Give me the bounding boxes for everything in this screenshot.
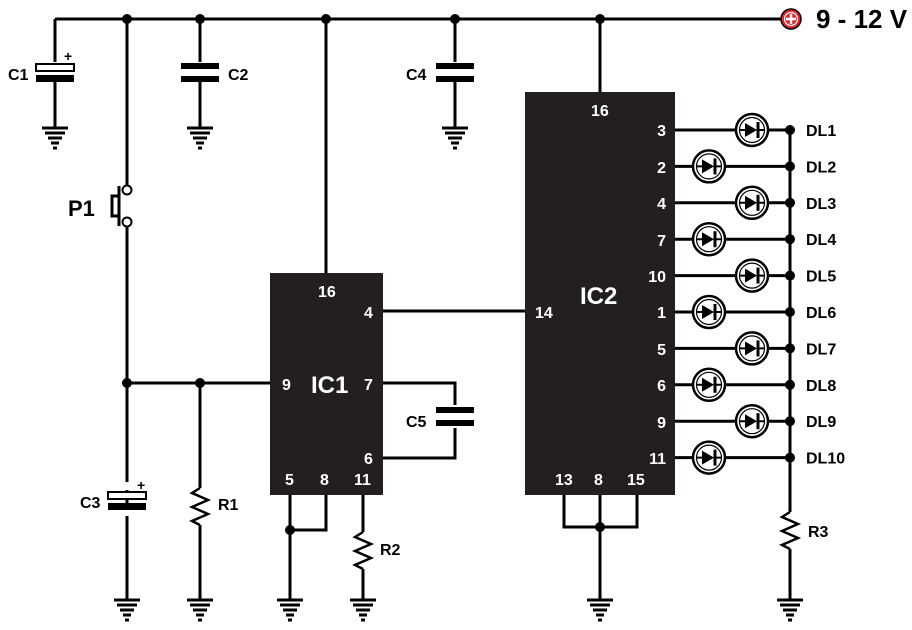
led-label: DL10: [806, 451, 845, 468]
led-label: DL4: [806, 232, 836, 249]
ic2-output-pins: 3 2 4 7 10 1 5 6 9 11: [648, 123, 666, 468]
led-row: DL4: [675, 221, 836, 257]
ic2-out-pin-3: 4: [657, 196, 666, 213]
ic2-ground-net: [562, 495, 639, 622]
led-row: DL6: [675, 294, 836, 330]
led-row: DL7: [675, 331, 836, 366]
led-label: DL1: [806, 123, 836, 140]
ic1-pin-5: 5: [285, 472, 294, 489]
c1-plus-sign: +: [64, 48, 72, 64]
led-label: DL2: [806, 159, 836, 176]
c5-label: C5: [406, 414, 427, 431]
ic2-pin-16: 16: [591, 103, 609, 120]
ic1-pin-16: 16: [318, 284, 336, 301]
ic2-out-pin-10: 11: [649, 451, 666, 468]
led-label: DL3: [806, 196, 836, 213]
led-diode-icon: [734, 112, 770, 148]
capacitor-c3: [107, 491, 147, 622]
ic2-out-pin-2: 2: [657, 160, 666, 177]
r2-label: R2: [380, 542, 401, 559]
led-label: DL7: [806, 341, 836, 358]
led-row: DL1: [675, 112, 836, 148]
ic2-pin-8: 8: [594, 472, 603, 489]
ic2-pin-14: 14: [535, 305, 553, 322]
capacitor-c2: [181, 63, 219, 150]
led-label: DL6: [806, 305, 836, 322]
ic2-out-pin-4: 7: [657, 233, 666, 250]
ic2-out-pin-7: 5: [657, 342, 666, 359]
ic1-name: IC1: [311, 372, 348, 399]
c3-label: C3: [80, 495, 101, 512]
led-diode-icon: [691, 294, 727, 330]
capacitor-c5: [383, 381, 474, 460]
led-label: DL8: [806, 378, 836, 395]
ic2-name: IC2: [580, 283, 617, 310]
r3-label: R3: [808, 524, 829, 541]
ic1-ground-net: [277, 495, 328, 622]
ic1-pin-7: 7: [364, 377, 373, 394]
led-row: DL2: [675, 149, 836, 184]
supply-terminal-icon: [780, 8, 802, 30]
c2-label: C2: [228, 67, 249, 84]
ic1-pin-8: 8: [320, 472, 329, 489]
ic2-out-pin-8: 6: [657, 378, 666, 395]
led-row: DL3: [675, 185, 836, 221]
capacitor-c4: [436, 63, 474, 150]
c1-label: C1: [8, 67, 29, 84]
capacitor-c1: [35, 63, 75, 150]
ic2-out-pin-9: 9: [657, 415, 666, 432]
led-diode-icon: [734, 185, 770, 221]
led-row: DL8: [675, 367, 836, 403]
led-diode-icon: [734, 258, 770, 293]
r1-label: R1: [218, 497, 239, 514]
led-row: DL5: [675, 258, 836, 293]
led-diode-icon: [734, 331, 770, 366]
ic2-body: [525, 92, 675, 495]
ic1-body: [270, 273, 383, 495]
led-diode-icon: [691, 149, 727, 184]
ic1-pin-6: 6: [364, 451, 373, 468]
led-label: DL5: [806, 269, 836, 286]
resistor-r2: [350, 495, 376, 622]
ic2-out-pin-6: 1: [657, 305, 666, 322]
c4-label: C4: [406, 67, 427, 84]
ic2-out-pin-5: 10: [648, 269, 666, 286]
ic2-out-pin-1: 3: [657, 123, 666, 140]
pushbutton-p1: [110, 184, 133, 575]
ic1-pin-4: 4: [364, 305, 373, 322]
supply-rail: [53, 14, 782, 275]
ic2-pin-15: 15: [627, 472, 645, 489]
ic1-pin-11: 11: [354, 472, 371, 489]
led-row: DL9: [675, 403, 836, 439]
led-label: DL9: [806, 414, 836, 431]
led-diode-icon: [691, 367, 727, 403]
led-row: DL10: [675, 440, 845, 475]
led-diode-icon: [691, 440, 727, 475]
c3-plus-sign: +: [137, 477, 145, 493]
ic1-pin-9: 9: [282, 377, 291, 394]
ic1-input-net: [127, 378, 272, 622]
supply-voltage-label: 9 - 12 V: [816, 4, 908, 34]
led-diode-icon: [734, 403, 770, 439]
ic2-pin-13: 13: [555, 472, 573, 489]
resistor-r3: [777, 130, 803, 622]
led-diode-icon: [691, 221, 727, 257]
p1-label: P1: [68, 196, 95, 221]
